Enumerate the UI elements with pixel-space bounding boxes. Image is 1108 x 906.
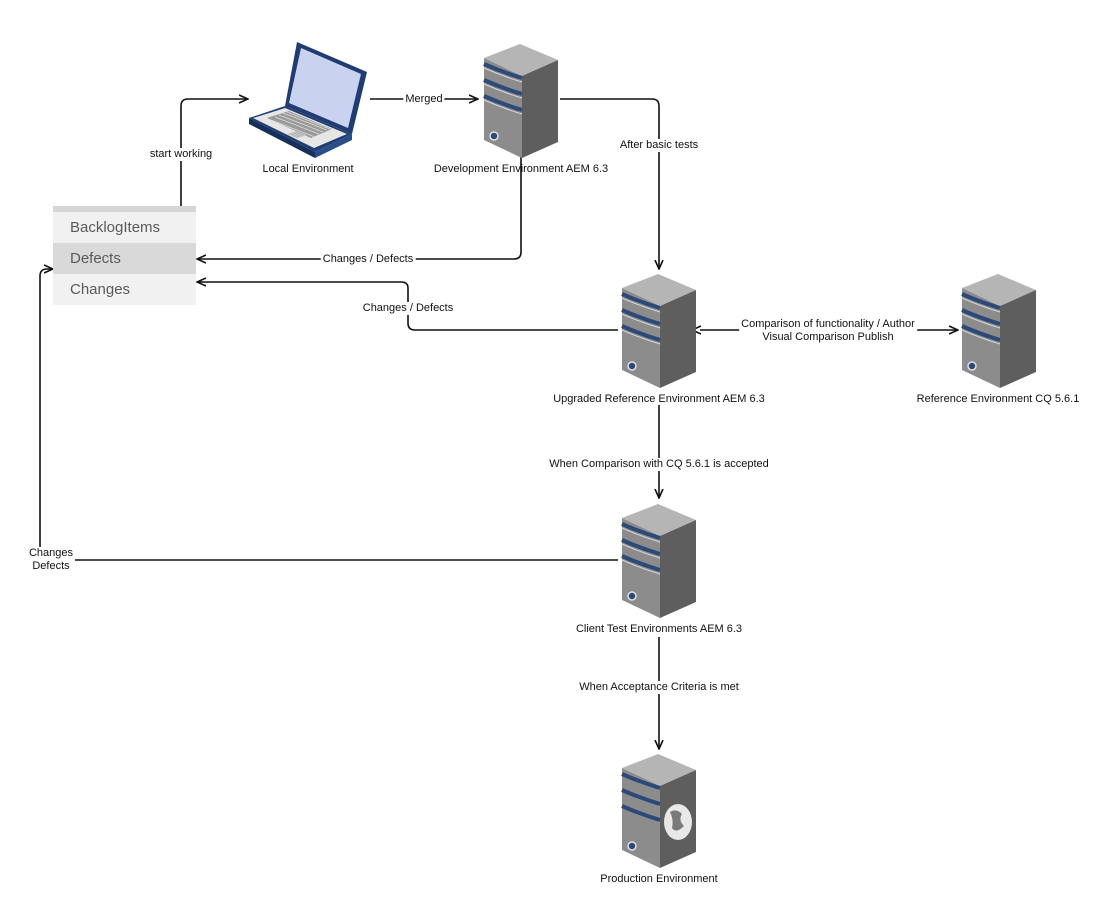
client-test-environments-node <box>618 500 700 627</box>
server-icon <box>621 504 696 618</box>
server-icon <box>961 274 1036 388</box>
edge-client-changes-defects <box>39 269 618 561</box>
edge-after-basic-tests <box>560 98 659 268</box>
edge-label-client-defects: Defects <box>32 560 70 572</box>
backlog-header-bar <box>53 206 196 212</box>
edge-label-when-acceptance: When Acceptance Criteria is met <box>577 681 741 694</box>
upgraded-reference-environment-label: Upgraded Reference Environment AEM 6.3 <box>553 393 765 405</box>
edge-label-when-comparison: When Comparison with CQ 5.6.1 is accepte… <box>547 458 771 471</box>
edge-label-client-changes: Changes <box>28 547 74 559</box>
edge-start-working <box>180 99 247 206</box>
backlog-list: BacklogItems Defects Changes <box>53 206 196 305</box>
edge-label-after-basic-tests: After basic tests <box>617 139 701 152</box>
server-icon <box>621 274 696 388</box>
edge-label-comparison-line1: Comparison of functionality / Author <box>741 318 915 330</box>
backlog-item-changes: Changes <box>53 274 196 305</box>
reference-environment-label: Reference Environment CQ 5.6.1 <box>916 393 1080 405</box>
production-environment-label: Production Environment <box>600 873 718 885</box>
edge-label-comparison: Comparison of functionality / Author Vis… <box>739 318 917 344</box>
backlog-item-defects: Defects <box>53 243 196 274</box>
globe-server-icon <box>621 754 696 868</box>
edge-label-client-changes-defects: Changes Defects <box>26 547 76 573</box>
edge-label-start-working: start working <box>147 148 215 161</box>
edge-label-comparison-line2: Visual Comparison Publish <box>762 331 894 343</box>
edge-label-ref-changes-defects: Changes / Defects <box>360 302 456 315</box>
edge-label-merged: Merged <box>403 93 445 106</box>
server-icon <box>483 44 558 158</box>
reference-environment-node <box>958 270 1040 397</box>
production-environment-node <box>618 750 700 877</box>
client-test-environments-label: Client Test Environments AEM 6.3 <box>575 623 743 635</box>
development-environment-node <box>480 40 562 167</box>
development-environment-label: Development Environment AEM 6.3 <box>433 163 609 175</box>
edge-label-dev-changes-defects: Changes / Defects <box>320 253 416 266</box>
upgraded-reference-environment-node <box>618 270 700 397</box>
laptop-icon <box>249 42 367 158</box>
backlog-item-backlogitems: BacklogItems <box>53 212 196 243</box>
edge-dev-changes-defects <box>198 157 522 259</box>
local-environment-node <box>247 40 371 163</box>
local-environment-label: Local Environment <box>262 163 354 175</box>
